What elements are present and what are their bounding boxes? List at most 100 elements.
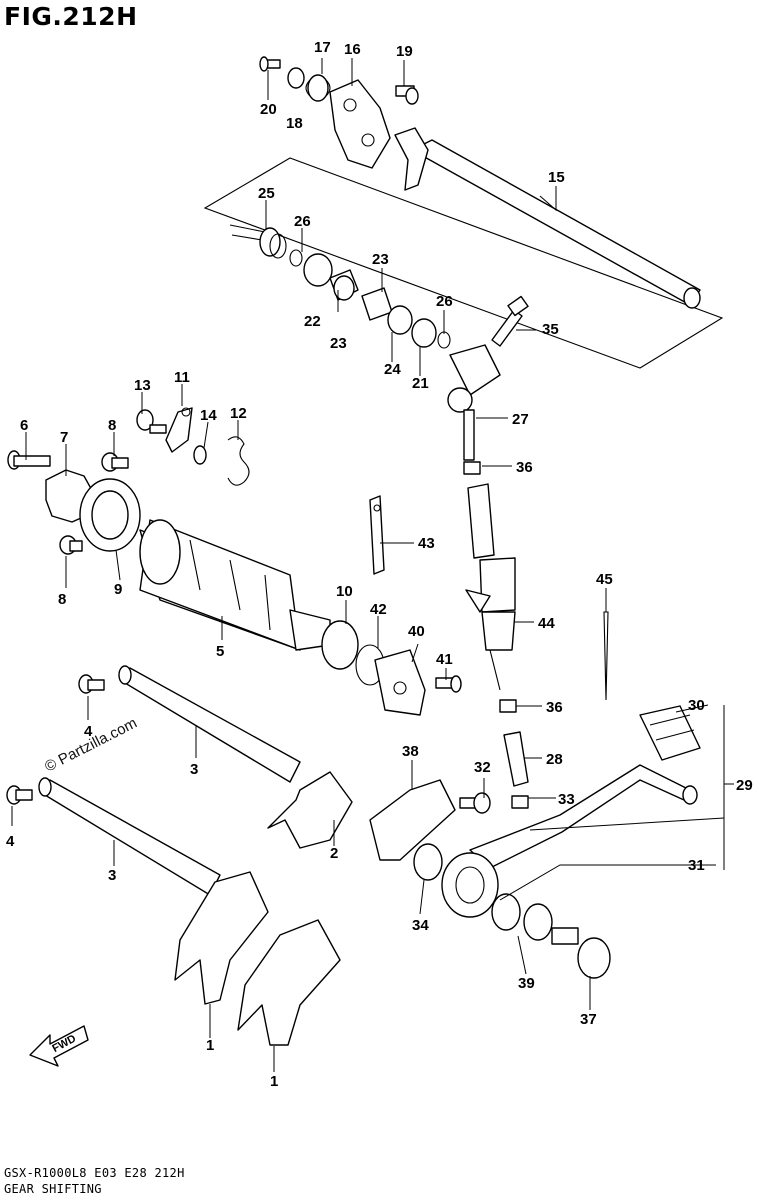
callout-42: 42 bbox=[370, 601, 387, 618]
callout-8-b: 8 bbox=[58, 591, 66, 608]
part-1-shift-fork-b bbox=[237, 919, 341, 1046]
callout-25: 25 bbox=[258, 185, 275, 202]
callout-39: 39 bbox=[518, 975, 535, 992]
part-3-fork-shaft-b bbox=[38, 777, 221, 896]
callout-14: 14 bbox=[200, 407, 217, 424]
callout-34: 34 bbox=[412, 917, 429, 934]
callout-36-b: 36 bbox=[546, 699, 563, 716]
part-16-shift-arm bbox=[329, 79, 391, 169]
part-8-bolt-b bbox=[59, 535, 83, 555]
part-25-return-spring bbox=[229, 224, 287, 259]
callout-12: 12 bbox=[230, 405, 247, 422]
callout-17: 17 bbox=[314, 39, 331, 56]
callout-45: 45 bbox=[596, 571, 613, 588]
figure-title: FIG.212H bbox=[4, 2, 138, 31]
part-10-bearing bbox=[321, 620, 359, 670]
part-38-bracket bbox=[369, 779, 456, 861]
part-1-shift-fork-a bbox=[174, 871, 269, 1005]
callout-19: 19 bbox=[396, 43, 413, 60]
part-36-nut bbox=[463, 461, 481, 475]
callout-33: 33 bbox=[558, 791, 575, 808]
part-44-shift-sensor bbox=[465, 483, 516, 691]
part-28-rod bbox=[503, 731, 529, 787]
footer-caption: GEAR SHIFTING bbox=[4, 1182, 102, 1196]
callout-27: 27 bbox=[512, 411, 529, 428]
part-45-clamp bbox=[603, 611, 609, 701]
callout-41: 41 bbox=[436, 651, 453, 668]
part-15-shift-shaft bbox=[394, 127, 701, 309]
part-29-gearshift-lever bbox=[469, 764, 698, 869]
footer-model-code: GSX-R1000L8 E03 E28 212H bbox=[4, 1166, 185, 1180]
callout-1-b: 1 bbox=[270, 1073, 278, 1090]
part-39-washer bbox=[491, 893, 521, 931]
part-26-circlip-b bbox=[437, 331, 451, 349]
part-5-gearshift-cam bbox=[139, 519, 331, 651]
callout-15: 15 bbox=[548, 169, 565, 186]
callout-29: 29 bbox=[736, 777, 753, 794]
callout-5: 5 bbox=[216, 643, 224, 660]
callout-44: 44 bbox=[538, 615, 555, 632]
callout-2: 2 bbox=[330, 845, 338, 862]
part-6-bolt bbox=[7, 450, 51, 470]
part-22-washer bbox=[303, 253, 333, 287]
callout-24: 24 bbox=[384, 361, 401, 378]
callout-4: 4 bbox=[84, 723, 93, 740]
part-34-washer bbox=[413, 843, 443, 881]
callout-11: 11 bbox=[174, 369, 190, 386]
callout-40: 40 bbox=[408, 623, 425, 640]
part-41-bolt bbox=[435, 675, 462, 693]
callout-22: 22 bbox=[304, 313, 321, 330]
part-39-washer-b bbox=[523, 903, 553, 941]
callout-16: 16 bbox=[344, 41, 361, 58]
part-4-bolt-a bbox=[78, 674, 105, 694]
callout-28: 28 bbox=[546, 751, 563, 768]
part-18-washer bbox=[287, 67, 305, 89]
callout-36: 36 bbox=[516, 459, 533, 476]
part-36-nut-b bbox=[499, 699, 517, 713]
callout-8: 8 bbox=[108, 417, 116, 434]
part-13-bolt bbox=[136, 409, 167, 434]
callout-32: 32 bbox=[474, 759, 491, 776]
part-27-tie-rod-end bbox=[447, 344, 501, 461]
part-8-bolt-a bbox=[101, 452, 129, 472]
part-33-nut bbox=[511, 795, 529, 809]
part-35-bolt bbox=[491, 295, 529, 347]
callout-23-b: 23 bbox=[330, 335, 347, 352]
part-37-pivot-bolt bbox=[551, 927, 611, 979]
part-40-retainer bbox=[374, 649, 426, 716]
callout-37: 37 bbox=[580, 1011, 597, 1028]
callout-26-b: 26 bbox=[436, 293, 453, 310]
part-23-bushing-b bbox=[361, 287, 393, 321]
part-17-spring bbox=[305, 74, 331, 102]
callout-4-b: 4 bbox=[6, 833, 15, 850]
fwd-arrow-icon: FWD bbox=[29, 1025, 89, 1067]
shift-shaft-enclosure bbox=[203, 157, 724, 369]
callout-20: 20 bbox=[260, 101, 277, 118]
callout-3-b: 3 bbox=[108, 867, 116, 884]
callout-6: 6 bbox=[20, 417, 28, 434]
part-43-clip bbox=[369, 495, 385, 575]
part-3-fork-shaft-a bbox=[118, 665, 301, 783]
part-19-bolt bbox=[395, 85, 419, 105]
part-32-bolt bbox=[459, 792, 491, 814]
part-24-seal bbox=[387, 305, 413, 335]
part-31-lever-hub bbox=[441, 852, 499, 918]
callout-7: 7 bbox=[60, 429, 68, 446]
part-30-footpeg-rubber bbox=[639, 705, 701, 761]
part-11-stopper-arm bbox=[165, 407, 193, 453]
callout-9: 9 bbox=[114, 581, 122, 598]
part-26-circlip bbox=[289, 249, 303, 267]
part-12-spring bbox=[227, 436, 250, 486]
callout-38: 38 bbox=[402, 743, 419, 760]
callout-30: 30 bbox=[688, 697, 705, 714]
callout-21: 21 bbox=[412, 375, 429, 392]
part-9-bearing bbox=[79, 478, 141, 552]
part-14-washer bbox=[193, 445, 207, 465]
callout-23: 23 bbox=[372, 251, 389, 268]
callout-31: 31 bbox=[688, 857, 705, 874]
callout-3: 3 bbox=[190, 761, 198, 778]
part-4-bolt-b bbox=[6, 785, 33, 805]
part-20-bolt bbox=[259, 56, 281, 72]
